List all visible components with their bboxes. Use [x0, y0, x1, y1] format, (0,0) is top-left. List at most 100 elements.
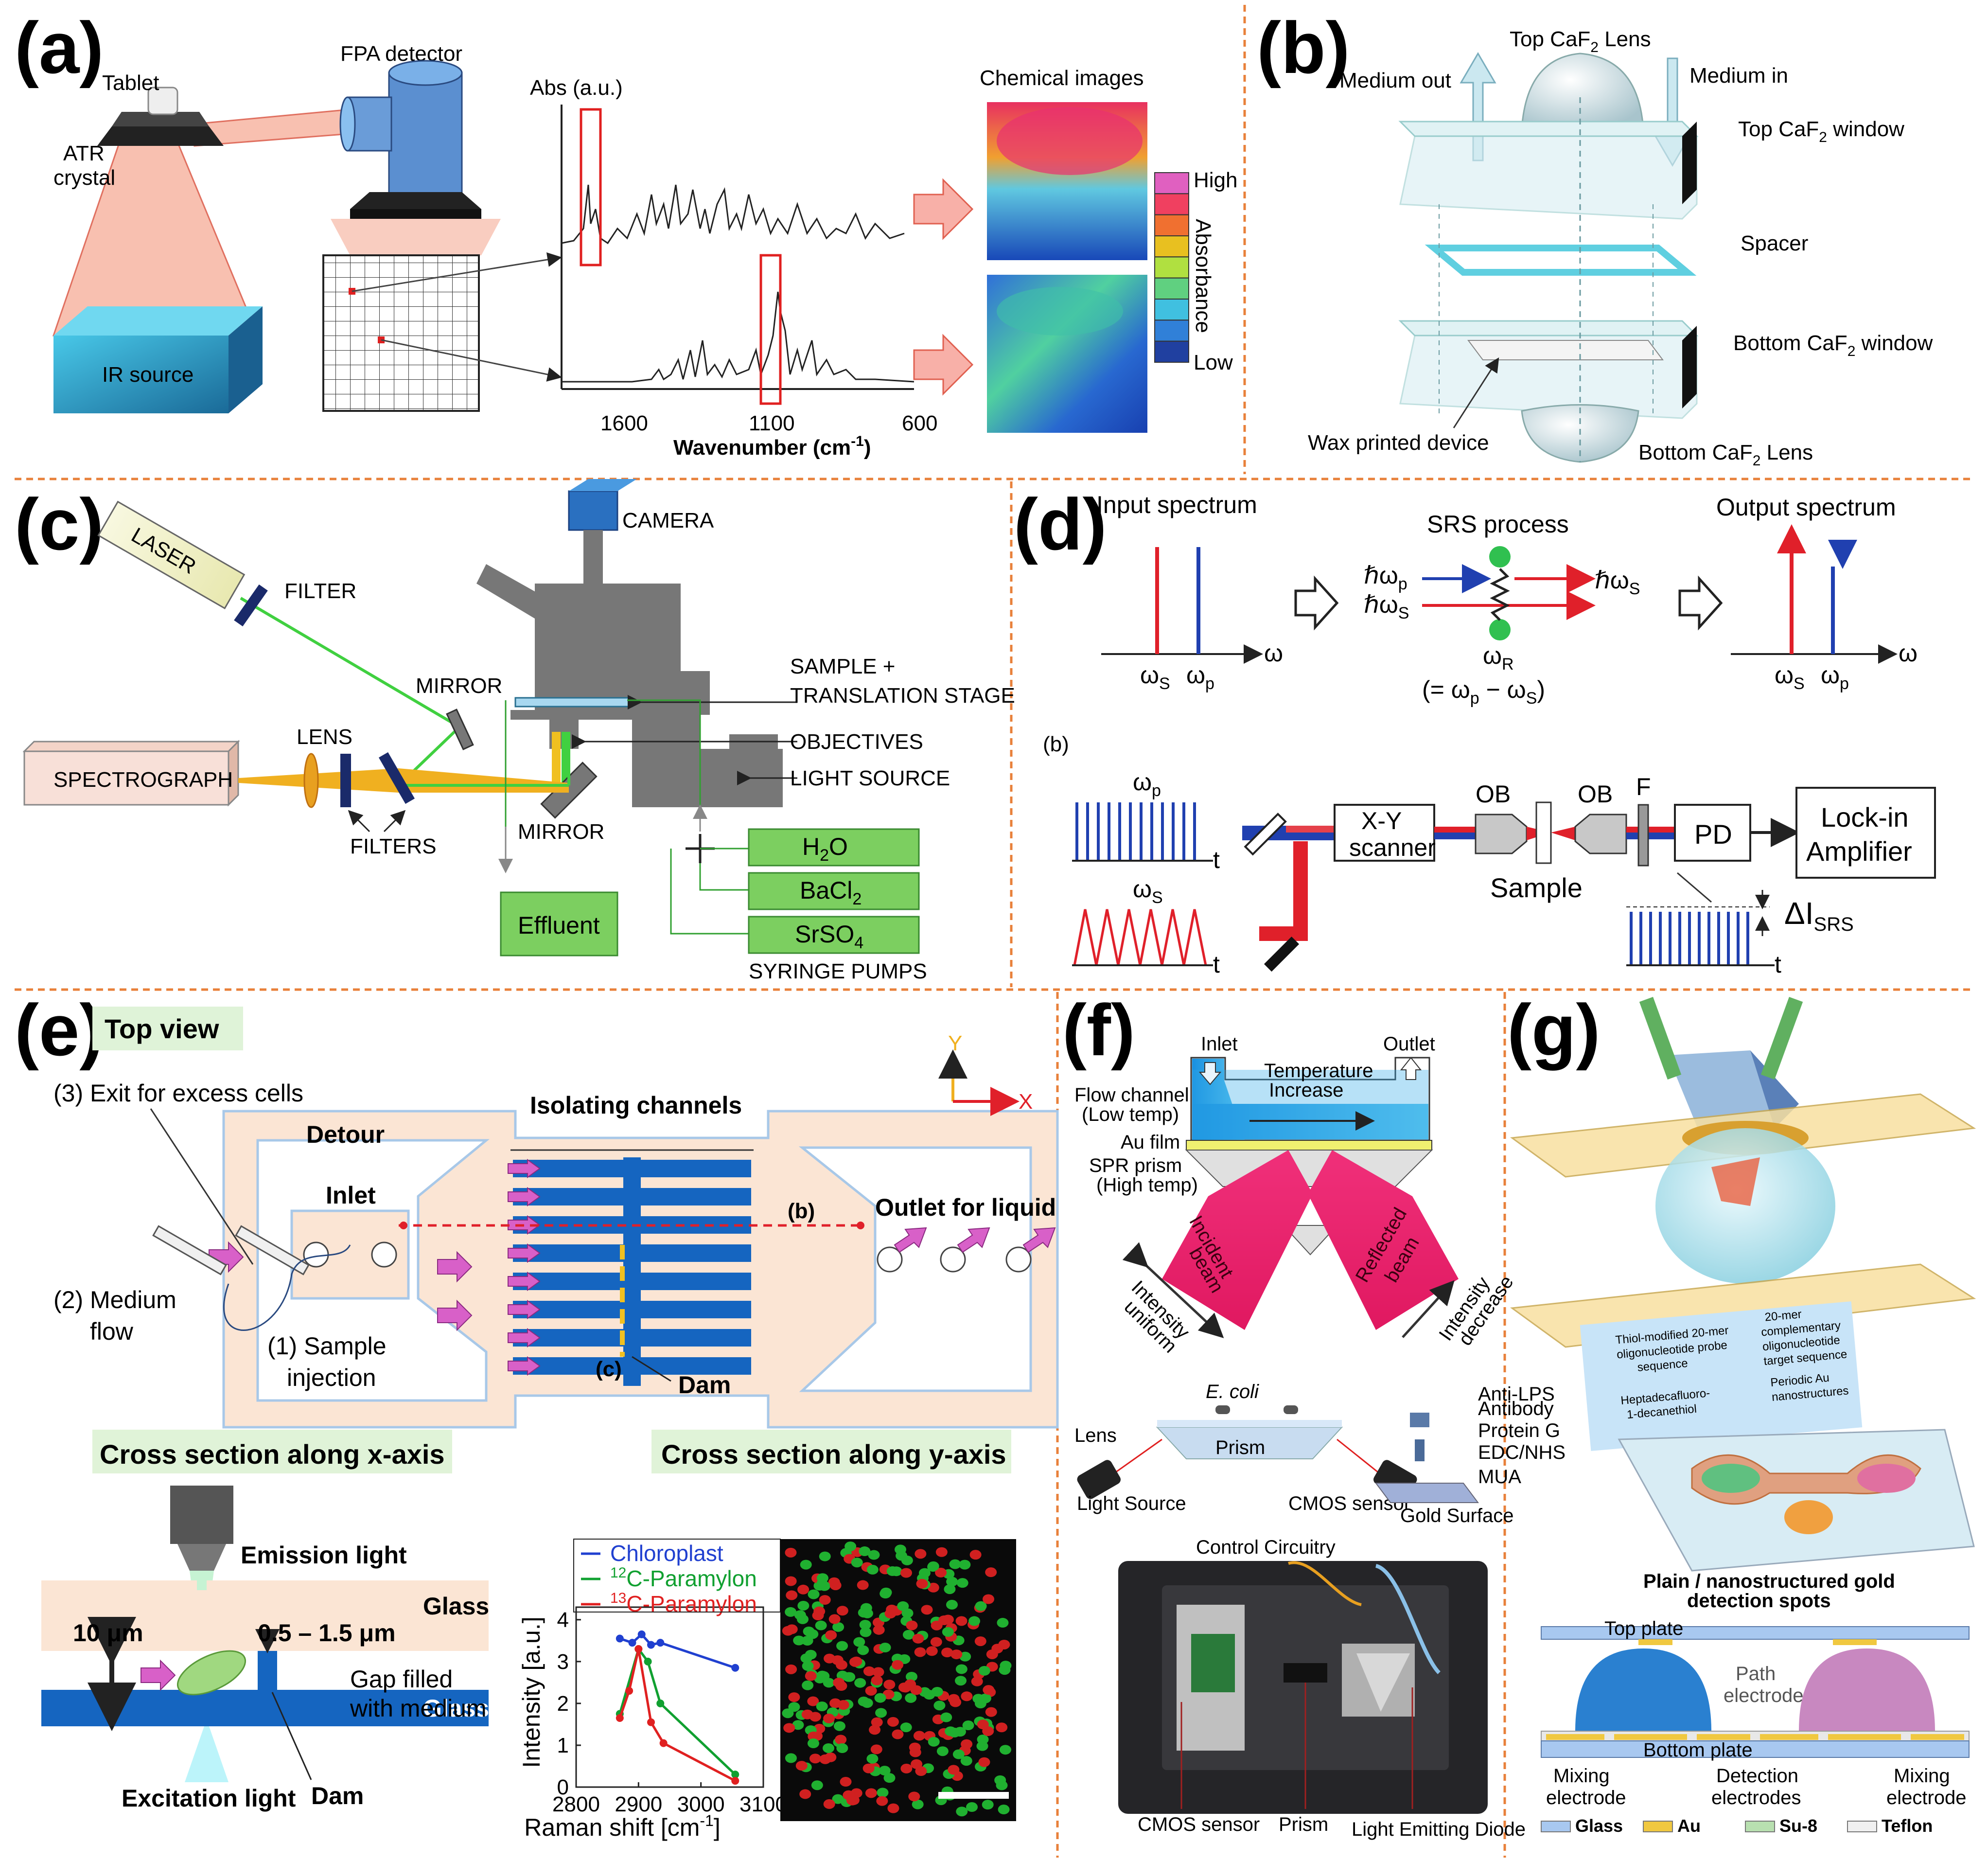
panel-f: (f) Inlet Outlet Temperature Increase Fl…	[1062, 989, 1566, 1840]
glass-top-label: Glass	[423, 1593, 489, 1620]
temp-label-1: Temperature	[1264, 1060, 1373, 1081]
scale-swatch	[1154, 235, 1189, 258]
panel-g-label: (g)	[1507, 989, 1601, 1071]
scale-absorbance-label: Absorbance	[1191, 219, 1215, 333]
data-point	[647, 1718, 655, 1726]
delta-isrs-label: ΔISRS	[1784, 896, 1854, 935]
output-spectrum-title: Output spectrum	[1716, 494, 1896, 521]
objectives-label: OBJECTIVES	[790, 730, 923, 754]
cell-icon	[176, 1650, 246, 1696]
laser-filter-icon	[234, 584, 268, 627]
legend-label: Glass	[1575, 1816, 1623, 1836]
scale-bar	[938, 1792, 1009, 1799]
prism-label-2: (High temp)	[1096, 1174, 1198, 1196]
legend-label: Su-8	[1779, 1816, 1817, 1836]
tablet-label: Tablet	[102, 71, 159, 95]
molecule-legend	[1580, 1301, 1863, 1451]
spots-label-1: Plain / nanostructured gold	[1643, 1571, 1895, 1592]
spectrum-bottom	[562, 291, 915, 383]
y-tick-label: 4	[557, 1608, 569, 1632]
cmos2-label: CMOS sensor	[1138, 1814, 1260, 1835]
emission-label: Emission light	[241, 1542, 407, 1569]
objective-icon	[170, 1486, 233, 1544]
inlet-label: Inlet	[326, 1182, 376, 1209]
objective-2	[1574, 814, 1627, 854]
bacl2-pump	[748, 872, 920, 910]
data-point	[628, 1639, 636, 1647]
det-1: Detection	[1716, 1765, 1798, 1787]
gap-um-label: 0.5 – 1.5 μm	[258, 1619, 396, 1647]
proteing-label: Protein G	[1478, 1420, 1560, 1441]
stokes-pulse	[1095, 909, 1120, 966]
channel-flow-arrow	[508, 1187, 541, 1206]
top-plate-section	[1541, 1626, 1970, 1640]
arrow-process-to-output	[1678, 575, 1723, 631]
panel-a-label: (a)	[15, 7, 104, 89]
hws-out-label: ℏωS	[1595, 567, 1640, 598]
panel-g: (g) Thiol-modified 20-mer oligonucleotid…	[1507, 989, 1976, 1836]
legend-label: Au	[1677, 1816, 1701, 1836]
leg2-1: 20-mer	[1764, 1308, 1802, 1324]
xy-label: X-Y	[1361, 807, 1402, 834]
wax-label: Wax printed device	[1308, 431, 1489, 455]
detour-label: Detour	[306, 1121, 385, 1148]
antibody-label: Antibody	[1478, 1398, 1554, 1419]
atr-label-2: crystal	[53, 166, 115, 190]
sample-label: Sample	[1490, 872, 1583, 903]
camera-label: CAMERA	[622, 509, 714, 532]
scale-swatch	[1154, 319, 1189, 342]
au-label: Au film	[1121, 1132, 1180, 1153]
stokes-pulse	[1182, 909, 1207, 966]
central-channel	[623, 1157, 641, 1386]
top-lens-label: Top CaF2 Lens	[1510, 27, 1651, 55]
pulse-wp: ωp	[1133, 768, 1161, 800]
tablet-icon	[147, 87, 178, 115]
y-tick-label: 3	[557, 1650, 569, 1674]
channel-flow-arrow	[508, 1328, 541, 1347]
panel-d: (d) Input spectrum ωS ωp ω SRS process ℏ…	[1014, 483, 1936, 978]
pulse-ws: ωS	[1133, 875, 1163, 907]
mirror-bottom-label: MIRROR	[518, 820, 604, 844]
spectrograph-box	[23, 750, 229, 806]
series-line	[618, 1646, 736, 1775]
filters-label: FILTERS	[350, 834, 437, 858]
input-spectrum-title: Input spectrum	[1096, 491, 1257, 518]
panel-b-label: (b)	[1257, 7, 1350, 89]
path-label-1: Path	[1736, 1663, 1776, 1684]
light-source-icon	[1077, 1460, 1121, 1499]
vibrational-state-bottom	[1489, 619, 1511, 640]
axis-x: X	[1019, 1090, 1033, 1114]
panel-e: (e) Top view (3) Exit for excess cells D…	[15, 989, 1059, 1841]
ecoli-label: E. coli	[1206, 1381, 1259, 1402]
data-point	[731, 1777, 739, 1785]
isolating-label: Isolating channels	[530, 1092, 742, 1119]
f-label: F	[1636, 773, 1651, 800]
output-pulse-train	[1630, 912, 1749, 965]
tick-1100: 1100	[749, 411, 795, 435]
arrow-input-to-process	[1294, 575, 1339, 631]
absorbance-scale	[1154, 172, 1189, 363]
atr-crystal	[97, 126, 224, 146]
plot-frame	[575, 1606, 764, 1788]
droplet-right	[1799, 1648, 1935, 1731]
channel-flow-arrow	[508, 1300, 541, 1319]
mix-l-2: electrode	[1546, 1787, 1626, 1808]
light-source-label: LIGHT SOURCE	[790, 766, 950, 790]
prism-label-1: SPR prism	[1089, 1155, 1182, 1176]
panel-c: (c) LASER FILTER CAMERA SAMPLE + TRANSLA…	[15, 479, 1015, 983]
scale-low-label: Low	[1194, 351, 1233, 374]
cross-x-title: Cross section along x-axis	[100, 1439, 445, 1470]
data-point	[659, 1739, 668, 1747]
medium-in-label: Medium in	[1689, 64, 1788, 88]
y-tick-label: 1	[557, 1734, 569, 1757]
bacl2-label: BaCl2	[800, 877, 862, 908]
data-point	[656, 1639, 665, 1647]
legend-swatch	[1745, 1821, 1775, 1832]
spots-label-2: detection spots	[1687, 1590, 1831, 1612]
lens-label: LENS	[297, 725, 352, 749]
sample-stage	[514, 697, 633, 708]
panel-c-label: (c)	[15, 483, 104, 565]
sample-label-2: TRANSLATION STAGE	[790, 684, 1015, 708]
stokes-pulse	[1161, 909, 1185, 966]
